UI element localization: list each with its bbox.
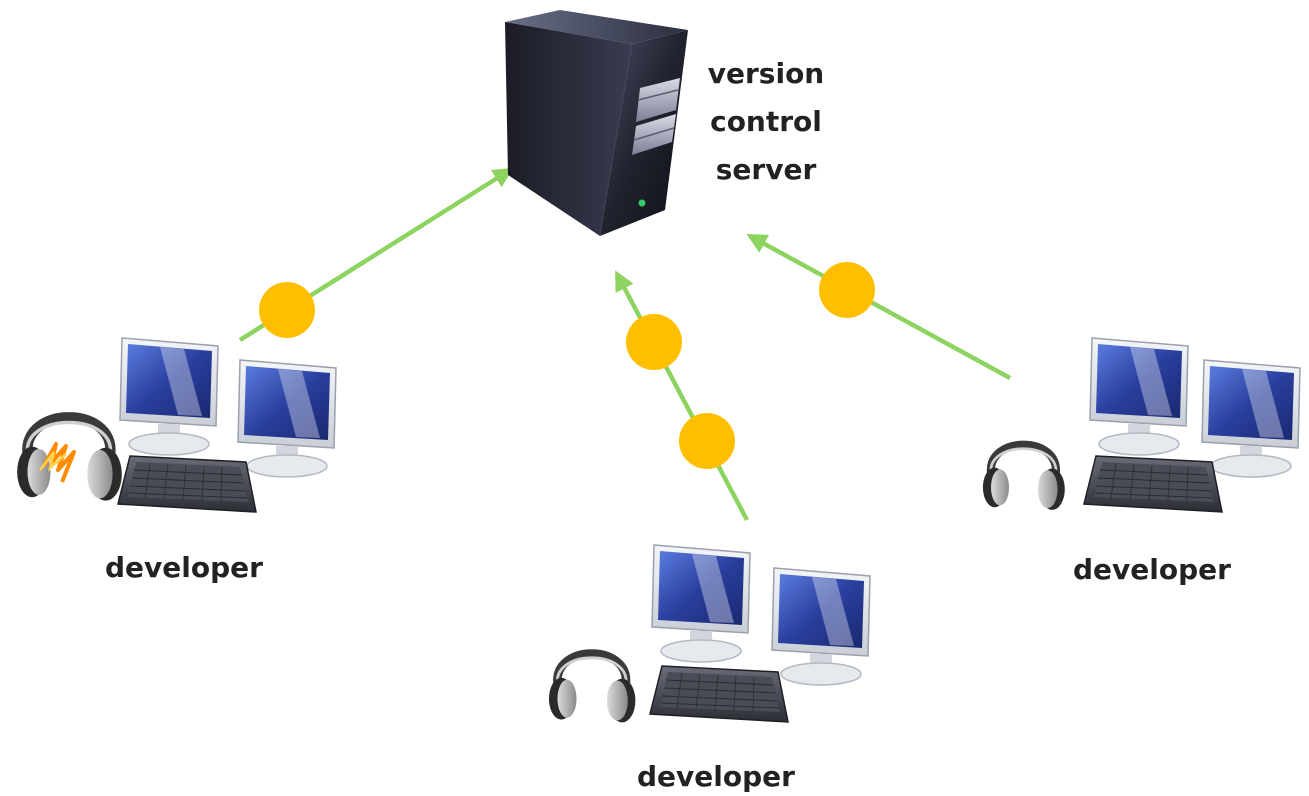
developer-bottom: developer (549, 544, 871, 793)
packet-dot (626, 314, 682, 370)
developer-label: developer (637, 760, 795, 793)
dual-monitor-workstation-icon (649, 544, 871, 723)
developer-label: developer (1073, 553, 1231, 586)
packets (259, 262, 875, 469)
server-tower-icon (505, 10, 688, 236)
connection-arrow-right (746, 234, 1012, 380)
dual-monitor-workstation-icon (117, 337, 337, 513)
headphones-icon (983, 445, 1065, 510)
server-label-line-1: version (708, 57, 824, 90)
headphones-glowing-icon (17, 417, 122, 500)
developer-label: developer (105, 551, 263, 584)
packet-dot (259, 282, 315, 338)
version-control-server: version control server (505, 10, 824, 236)
server-power-led (638, 199, 646, 207)
dual-monitor-workstation-icon (1083, 337, 1301, 513)
server-label-line-2: control (710, 105, 822, 138)
server-label-line-3: server (716, 153, 817, 186)
packet-dot (819, 262, 875, 318)
headphones-icon (549, 654, 635, 723)
developer-right: developer (983, 337, 1301, 586)
developer-left: developer (17, 337, 337, 584)
connection-arrow-bottom (615, 270, 749, 522)
packet-dot (679, 413, 735, 469)
